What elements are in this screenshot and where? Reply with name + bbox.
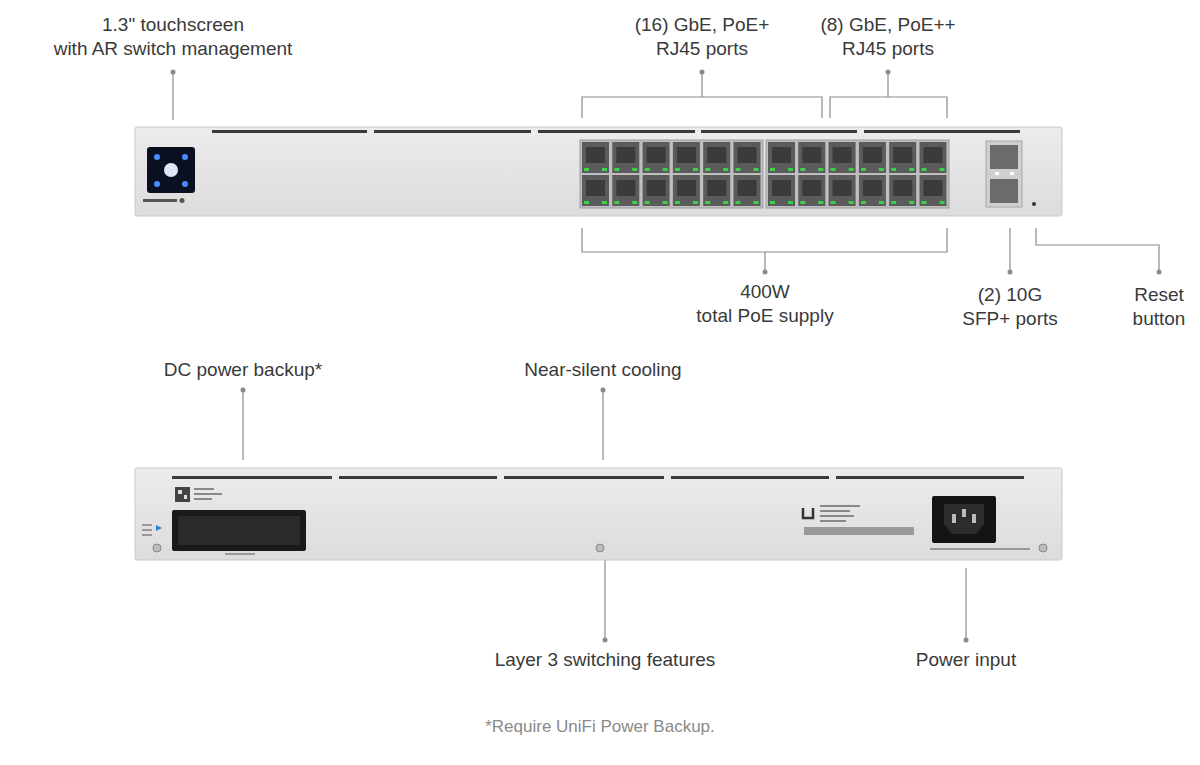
rj45-port [768,142,795,173]
rj45-port [612,142,639,173]
rj45-port [673,142,700,173]
callout-label: (2) 10G SFP+ ports [962,283,1058,331]
rj45-port [889,142,916,173]
label-line: (8) GbE, PoE++ [820,14,955,35]
rj45-port [612,175,639,206]
rj45-port [798,142,825,173]
rj45-port [643,142,670,173]
label-line: button [1133,308,1186,329]
label-line: RJ45 ports [656,38,748,59]
rj45-port [920,175,947,206]
rj45-port [703,175,730,206]
callout-label: Near-silent cooling [524,358,681,382]
reset-button [1032,202,1036,206]
rj45-port [859,142,886,173]
dc-connector [172,510,306,551]
rj45-port [582,142,609,173]
back-panel [135,468,1062,560]
rj45-port [643,175,670,206]
callout-label: 400W total PoE supply [696,280,833,328]
front-panel [135,127,1062,216]
rj45-port [582,175,609,206]
callout-label: DC power backup* [164,358,322,382]
label-line: RJ45 ports [842,38,934,59]
rj45-port [798,175,825,206]
footnote: *Require UniFi Power Backup. [485,715,715,739]
rj45-port [703,142,730,173]
label-line: (2) 10G [978,284,1042,305]
callout-label: (16) GbE, PoE+ RJ45 ports [635,13,770,61]
rj45-port [734,142,761,173]
rj45-port [829,142,856,173]
label-line: total PoE supply [696,305,833,326]
label-line: 1.3" touchscreen [102,14,244,35]
callout-label: (8) GbE, PoE++ RJ45 ports [820,13,955,61]
callout-label: Power input [916,648,1016,672]
port-block [766,140,949,208]
label-line: Reset [1134,284,1184,305]
rj45-port [829,175,856,206]
rj45-port [859,175,886,206]
qr-code [175,487,190,502]
label-line: SFP+ ports [962,308,1058,329]
touchscreen [147,147,195,193]
callout-label: Layer 3 switching features [495,648,716,672]
rj45-port [734,175,761,206]
power-inlet [932,496,996,543]
rj45-port [768,175,795,206]
rj45-port [920,142,947,173]
label-line: 400W [740,281,790,302]
sfp-cage [986,141,1022,207]
port-block [580,140,763,208]
label-line: (16) GbE, PoE+ [635,14,770,35]
rj45-port [673,175,700,206]
rj45-port [889,175,916,206]
callout-label: Reset button [1133,283,1186,331]
label-line: with AR switch management [54,38,293,59]
callout-label: 1.3" touchscreen with AR switch manageme… [54,13,293,61]
